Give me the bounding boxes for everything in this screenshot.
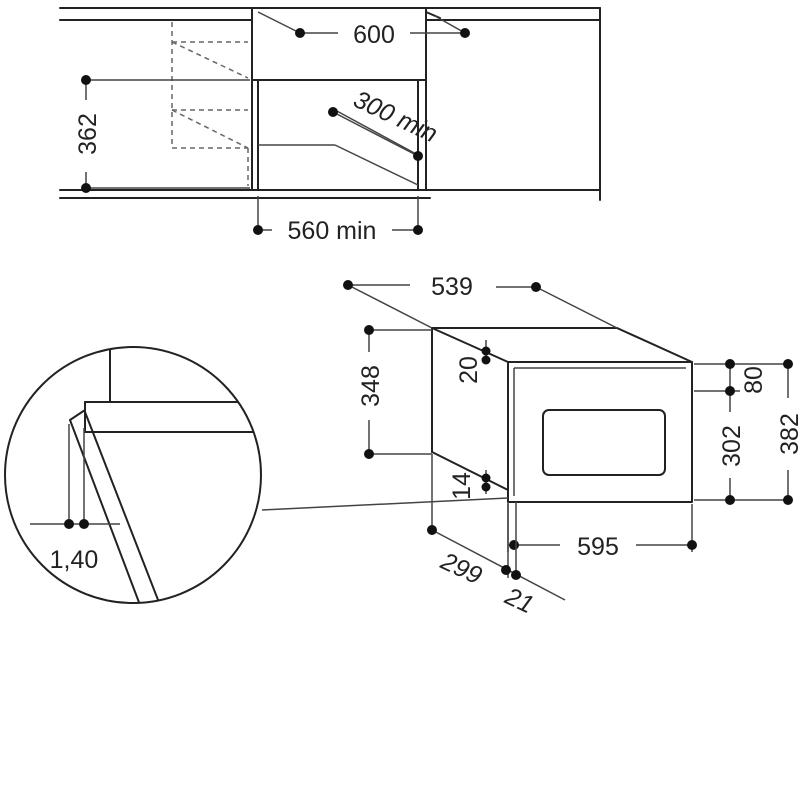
dim-348: 348	[357, 325, 432, 459]
dim-539: 539	[343, 273, 618, 329]
label-362: 362	[74, 113, 102, 155]
label-300-min: 300 min	[349, 85, 441, 148]
cabinet-niche-drawing	[59, 7, 601, 201]
dim-560-min: 560 min	[253, 196, 423, 245]
label-299: 299	[436, 547, 487, 590]
label-1-40: 1,40	[50, 546, 99, 574]
label-595: 595	[577, 533, 619, 561]
label-382: 382	[776, 413, 800, 455]
label-80: 80	[740, 366, 768, 394]
oven-drawing	[431, 327, 693, 503]
dim-600: 600	[257, 11, 470, 49]
label-21: 21	[500, 582, 538, 620]
dim-20: 20	[455, 340, 491, 384]
label-348: 348	[357, 365, 385, 407]
dim-14: 14	[448, 470, 491, 500]
detail-callout: 1,40	[4, 346, 509, 604]
label-302: 302	[718, 425, 746, 467]
dim-595: 595	[507, 504, 697, 561]
label-600: 600	[353, 21, 395, 49]
dim-362: 362	[74, 75, 250, 193]
dim-80-302: 80 302	[694, 359, 768, 505]
label-560-min: 560 min	[288, 217, 377, 245]
label-14: 14	[448, 472, 476, 500]
dim-382: 382	[740, 359, 800, 505]
label-539: 539	[431, 273, 473, 301]
label-20: 20	[455, 356, 483, 384]
